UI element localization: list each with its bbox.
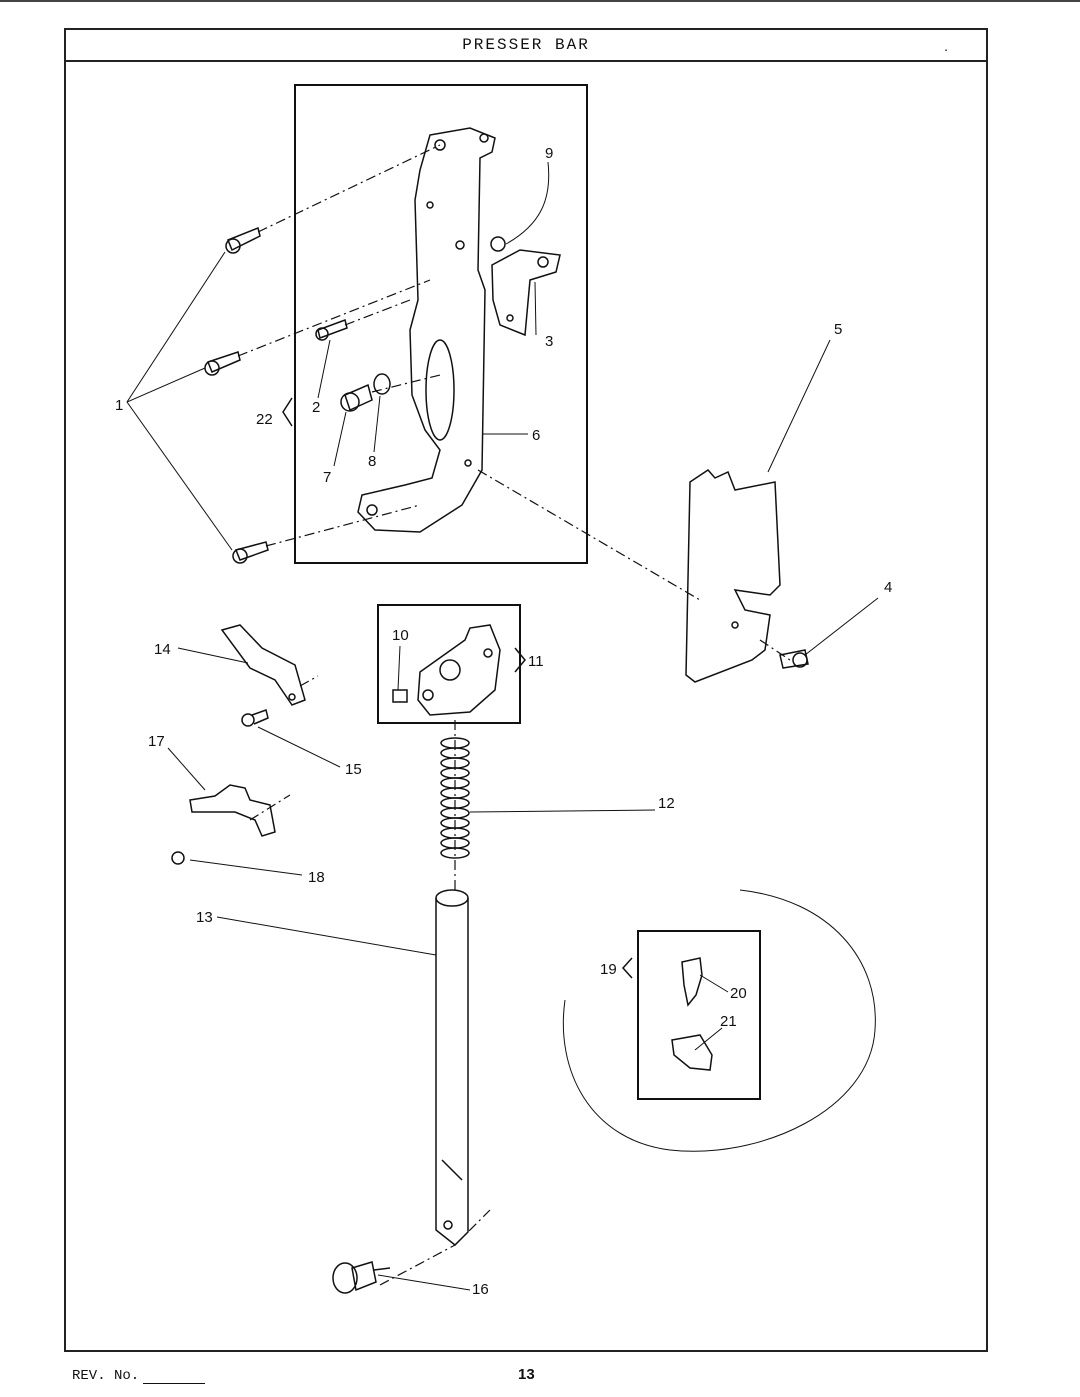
leader-lines <box>126 161 879 1291</box>
screw-part-15 <box>241 713 255 727</box>
callout-11: 11 <box>528 653 544 670</box>
callout-5: 5 <box>834 321 842 338</box>
callout-labels: 1 2 3 4 5 6 7 8 9 10 11 12 13 14 15 16 1… <box>115 145 892 1298</box>
callout-1: 1 <box>115 397 123 414</box>
drawing-frame: PRESSER BAR . <box>64 28 988 1352</box>
callout-12: 12 <box>658 795 675 812</box>
screw-part-18 <box>171 851 185 865</box>
lever-part-14 <box>220 624 306 706</box>
top-edge-rule <box>0 0 1080 2</box>
callout-3: 3 <box>545 333 553 350</box>
title-dot: . <box>944 38 948 54</box>
callout-20: 20 <box>730 985 747 1002</box>
page-number: 13 <box>518 1366 535 1383</box>
screw-part-2 <box>317 319 348 339</box>
revision-field: REV. No. <box>72 1368 206 1384</box>
brace-22 <box>282 397 293 427</box>
callout-13: 13 <box>196 909 213 926</box>
callout-19: 19 <box>600 961 617 978</box>
callout-2: 2 <box>312 399 320 416</box>
callout-9: 9 <box>545 145 553 162</box>
callout-8: 8 <box>368 453 376 470</box>
callout-10: 10 <box>392 627 409 644</box>
cover-plate-part-5 <box>685 469 781 683</box>
bracket-part-6 <box>357 127 496 533</box>
revision-blank-line <box>143 1371 206 1384</box>
bracket-inset-box <box>294 84 588 564</box>
foot-highlight-ellipse <box>562 889 876 1152</box>
nut-part-9 <box>490 236 506 252</box>
block-inset-box <box>377 604 521 724</box>
callout-6: 6 <box>532 427 540 444</box>
callout-17: 17 <box>148 733 165 750</box>
presser-foot-part-21 <box>671 1034 713 1071</box>
foot-inset-box <box>637 930 761 1100</box>
spring-part-12 <box>440 737 470 859</box>
screws-part-1 <box>204 226 269 564</box>
presser-bar-part-13 <box>435 898 469 1247</box>
washer-part-8 <box>373 373 391 395</box>
small-bracket-part-3 <box>491 249 561 337</box>
set-screw-part-10 <box>392 689 408 703</box>
brace-11 <box>514 647 526 673</box>
clamp-block-part-11 <box>417 624 501 716</box>
bracket-part-17 <box>189 784 276 837</box>
assembly-lines <box>237 144 791 1286</box>
page-title: PRESSER BAR <box>462 36 590 54</box>
callout-4: 4 <box>884 579 892 596</box>
title-bar: PRESSER BAR . <box>66 30 986 62</box>
callout-18: 18 <box>308 869 325 886</box>
screw-part-4 <box>779 649 809 669</box>
callout-16: 16 <box>472 1281 489 1298</box>
bracket-hole-top <box>434 139 446 151</box>
revision-label: REV. No. <box>72 1368 140 1384</box>
thumb-screw-part-16 <box>332 1261 391 1294</box>
callout-15: 15 <box>345 761 362 778</box>
screw-part-7 <box>344 383 373 412</box>
callout-7: 7 <box>323 469 331 486</box>
foot-shank-part-20 <box>681 957 703 1007</box>
callout-14: 14 <box>154 641 171 658</box>
callout-21: 21 <box>720 1013 737 1030</box>
brace-19 <box>621 957 633 979</box>
bracket-slot <box>425 339 455 441</box>
callout-22: 22 <box>256 411 273 428</box>
